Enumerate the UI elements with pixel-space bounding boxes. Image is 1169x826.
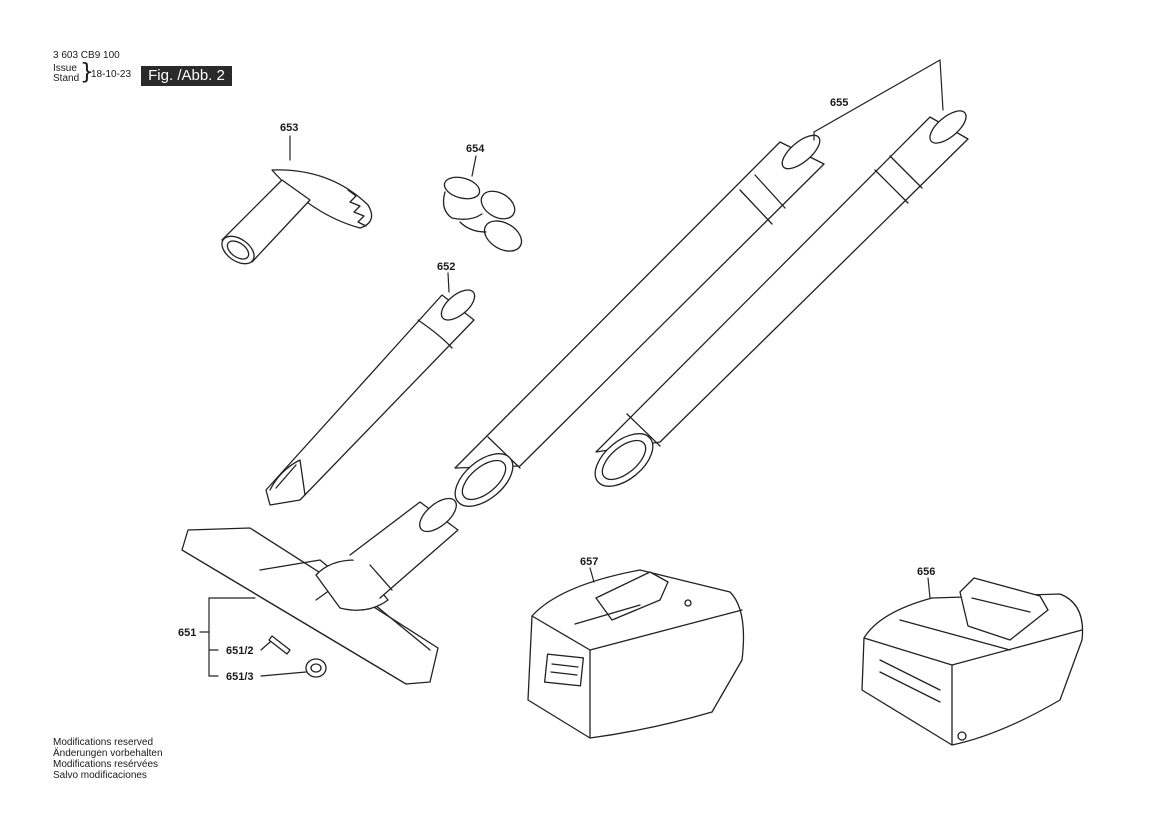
issue-label: Issue <box>53 63 77 74</box>
part-label-651-2: 651/2 <box>226 645 254 657</box>
modifications-notes: Modifications reserved Änderungen vorbeh… <box>53 737 163 781</box>
stand-label: Stand <box>53 73 80 84</box>
part-label-651: 651 <box>178 627 196 639</box>
crevice-nozzle <box>265 289 476 506</box>
part-label-653: 653 <box>280 122 298 134</box>
brace-glyph: } <box>80 60 94 85</box>
part-label-652: 652 <box>437 261 455 273</box>
note-en: Modifications reserved <box>53 737 154 748</box>
part-label-651-3: 651/3 <box>226 671 254 683</box>
part-label-655: 655 <box>830 97 848 109</box>
brush-nozzle <box>221 169 373 265</box>
battery-pack <box>527 569 745 739</box>
tube-clip <box>442 176 523 252</box>
issue-date: 18-10-23 <box>91 69 132 80</box>
knob-651-3 <box>305 658 327 678</box>
part-label-657: 657 <box>580 556 598 568</box>
pin-651-2 <box>268 635 291 655</box>
note-es: Salvo modificaciones <box>53 770 147 781</box>
note-de: Änderungen vorbehalten <box>53 748 163 759</box>
part-label-654: 654 <box>466 143 485 155</box>
leader-lines <box>199 59 944 677</box>
battery-charger <box>861 577 1084 746</box>
note-fr: Modifications resérvées <box>53 759 159 770</box>
extension-tubes <box>454 110 969 507</box>
floor-nozzle <box>181 497 459 685</box>
figure-label: Fig. /Abb. 2 <box>141 66 232 86</box>
part-label-656: 656 <box>917 566 935 578</box>
document-number: 3 603 CB9 100 <box>53 50 120 61</box>
